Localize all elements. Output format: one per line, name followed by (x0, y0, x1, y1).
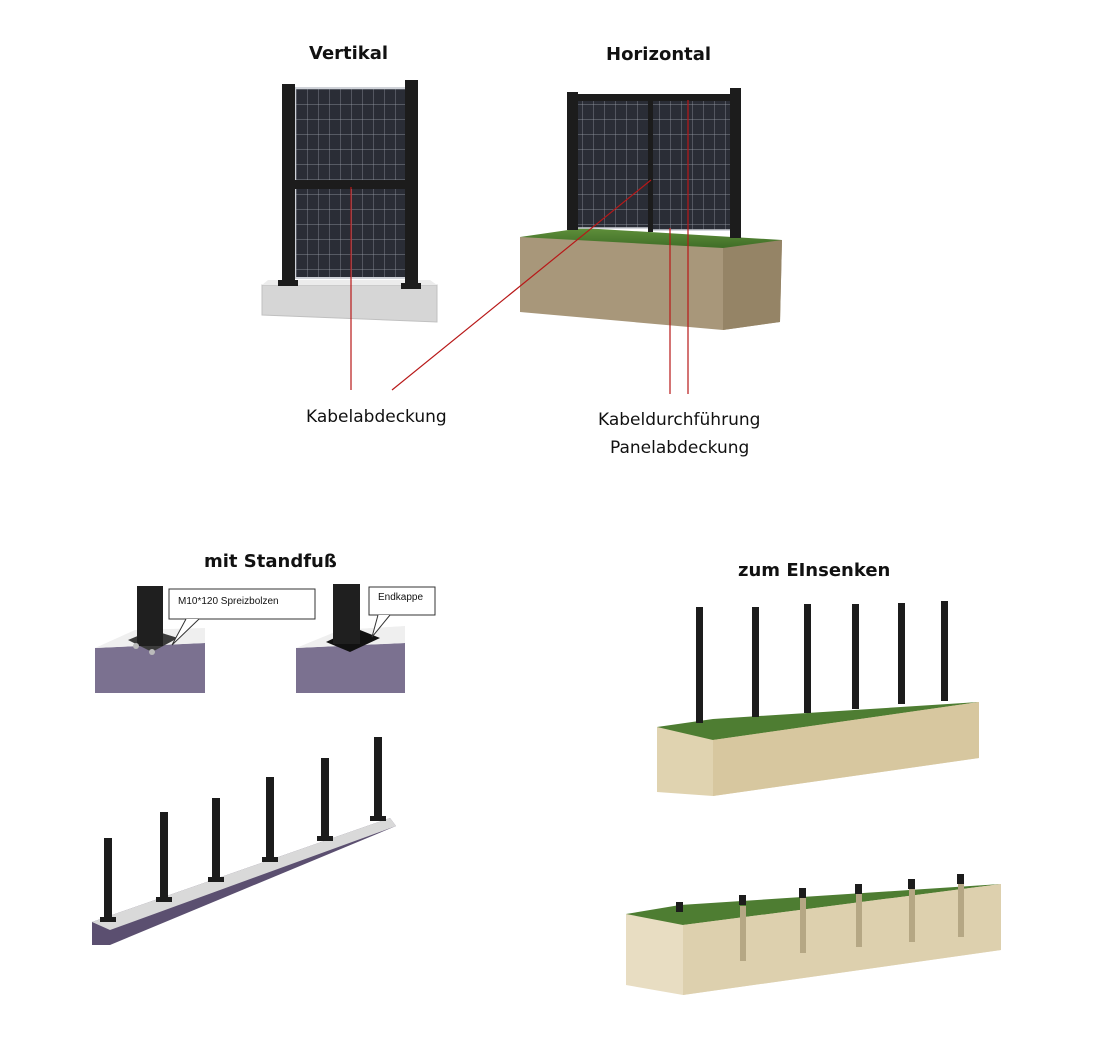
label-cable-passage: Kabeldurchführung (598, 410, 761, 430)
sunk-posts-bottom (626, 874, 1001, 995)
fence-post-left (567, 92, 578, 230)
leader-lines (350, 100, 689, 394)
horizontal-fence-illustration (520, 88, 782, 330)
fence-post-left (282, 84, 295, 282)
sink-title: zum EInsenken (738, 560, 891, 581)
fence-post-right (730, 88, 741, 238)
horizontal-title: Horizontal (606, 44, 712, 65)
cross-rail (288, 180, 414, 189)
callout-box (368, 586, 436, 616)
foot-posts-on-beam (92, 737, 396, 945)
label-panel-cover: Panelabdeckung (610, 438, 750, 458)
soil-block (520, 237, 782, 330)
vertical-fence-illustration (261, 80, 438, 323)
callout-bolt-text: M10*120 Spreizbolzen (178, 596, 279, 607)
post-closeup (333, 584, 360, 644)
foot-title: mit Standfuß (204, 551, 337, 572)
callout-cap-text: Endkappe (378, 592, 424, 603)
foot-detail-bolt (95, 586, 316, 693)
concrete-base (261, 284, 438, 323)
foot-detail-cap (296, 584, 436, 693)
solar-panel-left (575, 99, 651, 229)
label-cable-cover: Kabelabdeckung (306, 407, 447, 427)
fence-post-right (405, 80, 418, 286)
solar-panel-right (651, 99, 733, 231)
post-closeup (137, 586, 163, 646)
sunk-posts-top (657, 601, 979, 796)
callout-box (168, 588, 316, 620)
vertical-title: Vertikal (309, 43, 389, 64)
